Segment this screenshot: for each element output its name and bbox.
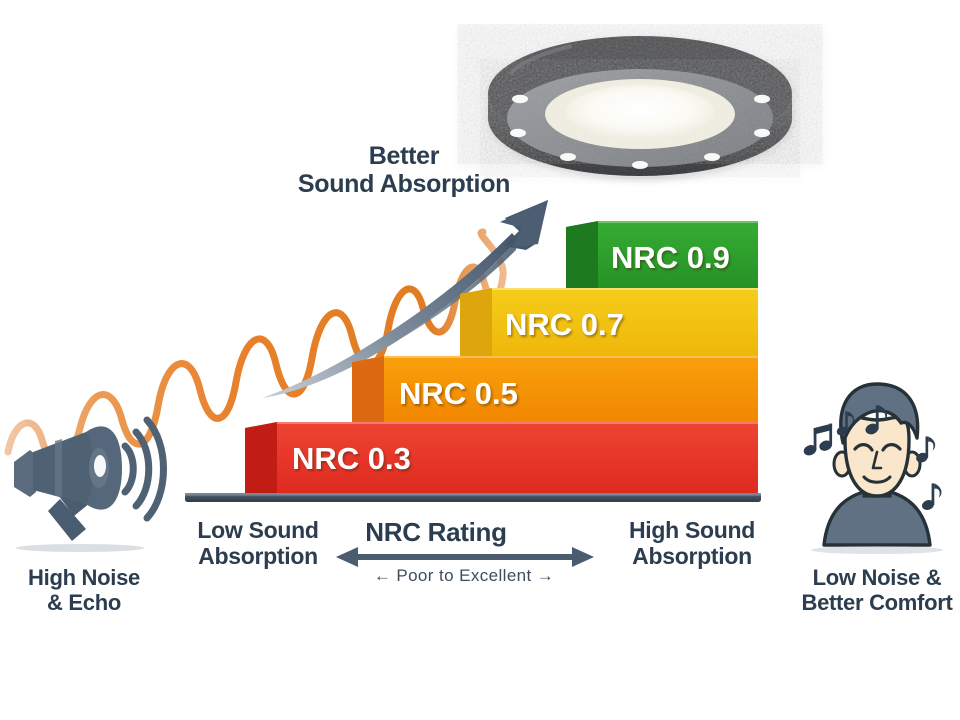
calm-person-icon [803,382,943,554]
axis-right-label: High Sound Absorption [628,517,756,569]
chart-baseline [185,493,761,502]
bar-nrc-07[interactable] [460,288,758,356]
nrc-scale-arrow-icon [336,547,594,567]
bar-label-nrc-09: NRC 0.9 [611,240,730,275]
bar-nrc-09[interactable] [566,221,758,288]
music-note-icon [803,405,942,510]
bar-label-nrc-03: NRC 0.3 [292,441,411,476]
better-absorption-label: Better Sound Absorption [297,142,511,198]
axis-left-label: Low Sound Absorption [197,517,319,569]
scale-caption: ← Poor to Excellent → [373,566,555,585]
bar-label-nrc-07: NRC 0.7 [505,307,624,342]
left-side-caption: High Noise & Echo [28,565,140,615]
acoustic-ceiling-panel-icon [488,36,792,176]
bar-label-nrc-05: NRC 0.5 [399,376,518,411]
bar-nrc-03[interactable] [245,422,758,493]
megaphone-icon [14,416,167,552]
scale-title: NRC Rating [365,517,507,547]
bar-nrc-05[interactable] [352,356,758,422]
upward-trend-arrow-icon [262,200,548,398]
right-side-caption: Low Noise & Better Comfort [801,565,953,615]
